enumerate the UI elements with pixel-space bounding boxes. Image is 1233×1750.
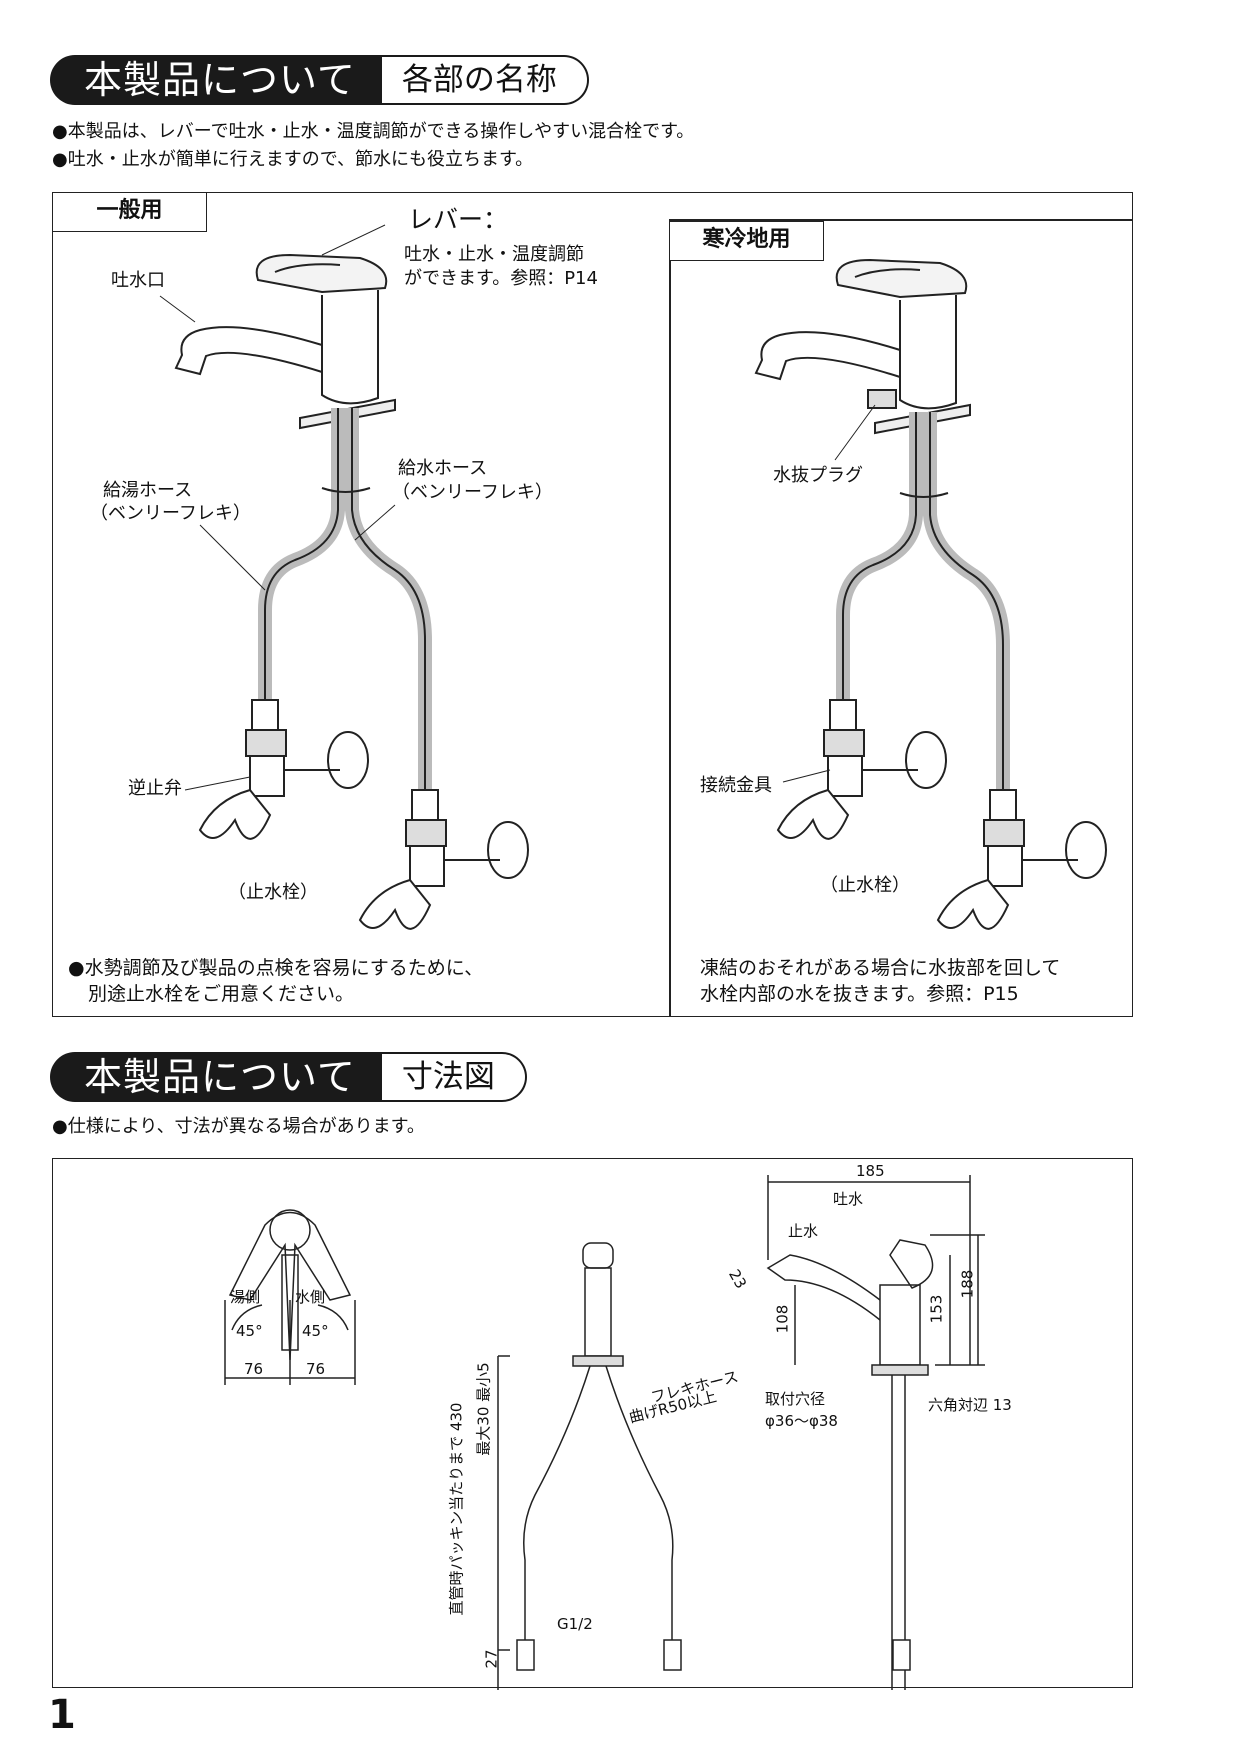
- dim-g12: G1/2: [557, 1615, 593, 1633]
- dim-max-min: 最大30 最小5: [474, 1362, 493, 1456]
- general-panel: [52, 192, 1133, 1017]
- section-header-parts: 本製品について 各部の名称: [50, 55, 589, 105]
- check-valve-label: 逆止弁: [128, 778, 182, 799]
- section-header-dimensions: 本製品について 寸法図: [50, 1052, 527, 1102]
- dim-hot-side: 湯側: [230, 1288, 261, 1306]
- intro-line-1: ●本製品は、レバーで吐水・止水・温度調節ができる操作しやすい混合栓です。: [52, 121, 695, 142]
- dimension-panel: [52, 1158, 1133, 1688]
- intro-line-2: ●吐水・止水が簡単に行えますので、節水にも役立ちます。: [52, 149, 534, 170]
- dim-153: 153: [927, 1294, 946, 1324]
- dim-185: 185: [856, 1162, 885, 1180]
- dim-angle-right: 45°: [302, 1322, 329, 1340]
- dim-width-left: 76: [244, 1360, 264, 1378]
- general-note-2: 別途止水栓をご用意ください。: [88, 983, 355, 1005]
- dim-108: 108: [773, 1304, 792, 1334]
- tab-cold-region: 寒冷地用: [669, 221, 824, 261]
- stop-valve-label: （止水栓）: [228, 882, 318, 903]
- dim-188: 188: [958, 1269, 977, 1299]
- dim-hole-value: φ36～φ38: [765, 1412, 838, 1430]
- cold-note-2: 水栓内部の水を抜きます。参照：P15: [700, 983, 1019, 1005]
- dim-length-430: 直管時パッキン当たりまで 430: [447, 1402, 466, 1616]
- cold-stop-valve-label: （止水栓）: [820, 875, 910, 896]
- drain-plug-label: 水抜プラグ: [773, 465, 863, 486]
- cold-hose-label-2: （ベンリーフレキ）: [392, 482, 553, 503]
- tab-general: 一般用: [52, 192, 207, 232]
- cold-hose-label-1: 給水ホース: [398, 458, 488, 479]
- dim-spout: 吐水: [833, 1190, 864, 1208]
- dim-angle-left: 45°: [236, 1322, 263, 1340]
- spout-label: 吐水口: [111, 270, 165, 291]
- panel-top-rule: [669, 219, 1133, 221]
- general-note-1: ●水勢調節及び製品の点検を容易にするために、: [68, 957, 484, 979]
- lever-title: レバー：: [408, 205, 509, 234]
- fitting-label: 接続金具: [700, 775, 772, 796]
- dim-stop: 止水: [788, 1222, 819, 1240]
- hot-hose-label-1: 給湯ホース: [103, 480, 193, 501]
- dimension-note: ●仕様により、寸法が異なる場合があります。: [52, 1116, 425, 1137]
- dim-width-right: 76: [306, 1360, 326, 1378]
- section-title: 本製品について: [50, 55, 382, 105]
- dim-27: 27: [482, 1649, 501, 1669]
- dim-hole-label: 取付穴径: [765, 1390, 826, 1408]
- page-number: 1: [48, 1692, 76, 1738]
- section-title: 本製品について: [50, 1052, 382, 1102]
- panel-divider: [669, 219, 671, 1017]
- dim-cold-side: 水側: [295, 1288, 326, 1306]
- cold-note-1: 凍結のおそれがある場合に水抜部を回して: [700, 957, 1061, 979]
- lever-desc-1: 吐水・止水・温度調節: [404, 244, 584, 265]
- hot-hose-label-2: （ベンリーフレキ）: [90, 503, 251, 524]
- dim-hex: 六角対辺 13: [928, 1396, 1012, 1414]
- section-subtitle: 寸法図: [381, 1052, 527, 1102]
- section-subtitle: 各部の名称: [381, 55, 589, 105]
- lever-desc-2: ができます。参照：P14: [404, 268, 598, 289]
